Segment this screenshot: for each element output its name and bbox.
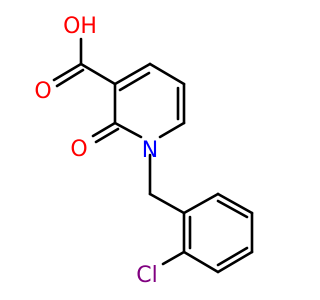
bond-c-cl (161, 250, 186, 266)
bond-c2-o-b (94, 127, 120, 144)
bond-b2-b3-inner (216, 199, 249, 219)
label-chlorine: Cl (136, 263, 157, 288)
bond-b2-b3 (216, 192, 254, 215)
bond-b5-b6 (182, 250, 220, 274)
label-acid-oxygen: O (34, 79, 51, 104)
bond-n-c2 (113, 121, 143, 139)
bond-b1-b2 (182, 192, 220, 215)
structure-diagram: OH O O N Cl (34, 14, 254, 288)
label-hydroxyl: OH (63, 14, 97, 39)
bond-ch2-benzene (148, 192, 186, 215)
bond-c-o-double-a (52, 62, 83, 82)
bond-c6-n (158, 121, 186, 139)
bond-c3-c4-inner (118, 71, 151, 92)
bond-c-ring (79, 62, 117, 86)
bond-b4-b5 (216, 250, 254, 274)
label-nitrogen: N (142, 138, 158, 163)
bond-c4-c5 (148, 62, 186, 86)
bond-c-o-double-b (55, 68, 85, 88)
label-ring-oxygen: O (70, 137, 87, 162)
bonds (52, 37, 254, 274)
bond-b4-b5-inner (216, 246, 249, 267)
bond-c3-c4 (113, 62, 152, 86)
bond-c2-o-a (91, 121, 117, 138)
